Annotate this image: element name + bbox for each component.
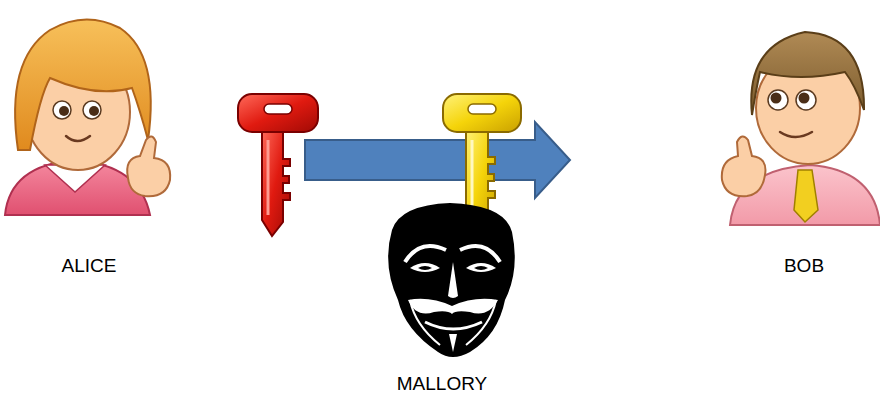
alice-pupil bbox=[59, 106, 69, 116]
key-shaft bbox=[262, 128, 290, 236]
bob-pupil bbox=[771, 93, 782, 104]
alice-hair bbox=[15, 19, 151, 150]
red-key bbox=[238, 94, 318, 236]
mallory-mask bbox=[388, 203, 515, 357]
bob-eye bbox=[768, 90, 788, 110]
mask-eye-slit bbox=[418, 266, 432, 270]
character-label: ALICE bbox=[62, 255, 117, 277]
key-shine bbox=[471, 140, 474, 212]
mask-beard bbox=[449, 334, 457, 352]
bob-eye bbox=[796, 90, 816, 110]
mask-eyebrow bbox=[460, 246, 500, 262]
alice-figure bbox=[5, 19, 170, 215]
alice-eye bbox=[83, 101, 101, 119]
character-label: MALLORY bbox=[397, 373, 487, 395]
mask-eyebrow bbox=[405, 246, 446, 262]
alice-thumb bbox=[127, 136, 170, 196]
bob-smile bbox=[780, 132, 812, 137]
key-shine bbox=[267, 140, 270, 215]
mask-cheek-line bbox=[466, 300, 496, 345]
alice-pupil bbox=[89, 106, 99, 116]
mask-smile bbox=[425, 322, 482, 329]
key-bow bbox=[238, 94, 318, 132]
mask-nose bbox=[448, 262, 458, 298]
alice-smile bbox=[66, 136, 90, 141]
bob-tie bbox=[794, 170, 818, 222]
mask-mustache bbox=[408, 299, 498, 314]
mask-eye bbox=[466, 263, 496, 272]
mask-shape bbox=[388, 203, 515, 357]
key-hole bbox=[264, 104, 292, 114]
bob-hair bbox=[751, 32, 864, 115]
bob-thumb bbox=[722, 136, 766, 196]
key-hole bbox=[468, 104, 496, 114]
character-label: BOB bbox=[784, 255, 824, 277]
bob-figure bbox=[722, 32, 880, 225]
bob-pupil bbox=[799, 93, 810, 104]
mask-eye-slit bbox=[474, 266, 488, 270]
alice-eye bbox=[53, 101, 71, 119]
key-bow bbox=[443, 94, 521, 132]
mask-cheek-line bbox=[410, 300, 440, 345]
transfer-arrow bbox=[305, 122, 570, 198]
mask-eye bbox=[410, 263, 440, 272]
